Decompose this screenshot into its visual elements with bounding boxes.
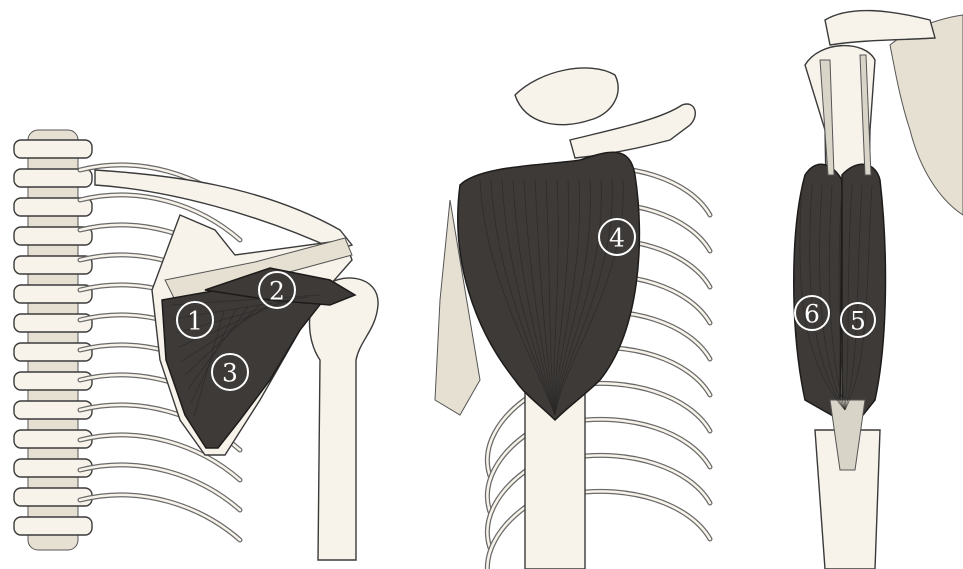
label-5-text: 5: [850, 307, 866, 336]
spine: [14, 130, 92, 550]
cervical-vertebra: [515, 68, 618, 125]
posterior-shoulder-illustration: 1 2 3: [0, 0, 390, 569]
label-2-text: 2: [269, 277, 285, 306]
humerus: [310, 278, 379, 560]
rib: [80, 495, 240, 540]
vertebra: [14, 517, 92, 535]
vertebra: [14, 140, 92, 158]
anterior-shoulder-panel: 4: [420, 0, 720, 569]
shoulder-outline: [890, 15, 963, 215]
upper-arm-illustration: 6 5: [770, 0, 963, 569]
label-1-text: 1: [187, 307, 203, 336]
rib: [487, 504, 530, 569]
rib-highlight: [487, 504, 530, 569]
posterior-shoulder-panel: 1 2 3: [0, 0, 390, 569]
clavicle: [95, 170, 352, 250]
rib: [80, 465, 240, 510]
upper-arm-panel: 6 5: [770, 0, 963, 569]
label-3-text: 3: [222, 359, 238, 388]
vertebra: [14, 314, 92, 332]
label-4-text: 4: [609, 224, 625, 253]
anterior-shoulder-illustration: 4: [420, 0, 720, 569]
label-6-text: 6: [804, 300, 820, 329]
rib-highlight: [570, 491, 710, 539]
vertebra: [14, 488, 92, 506]
